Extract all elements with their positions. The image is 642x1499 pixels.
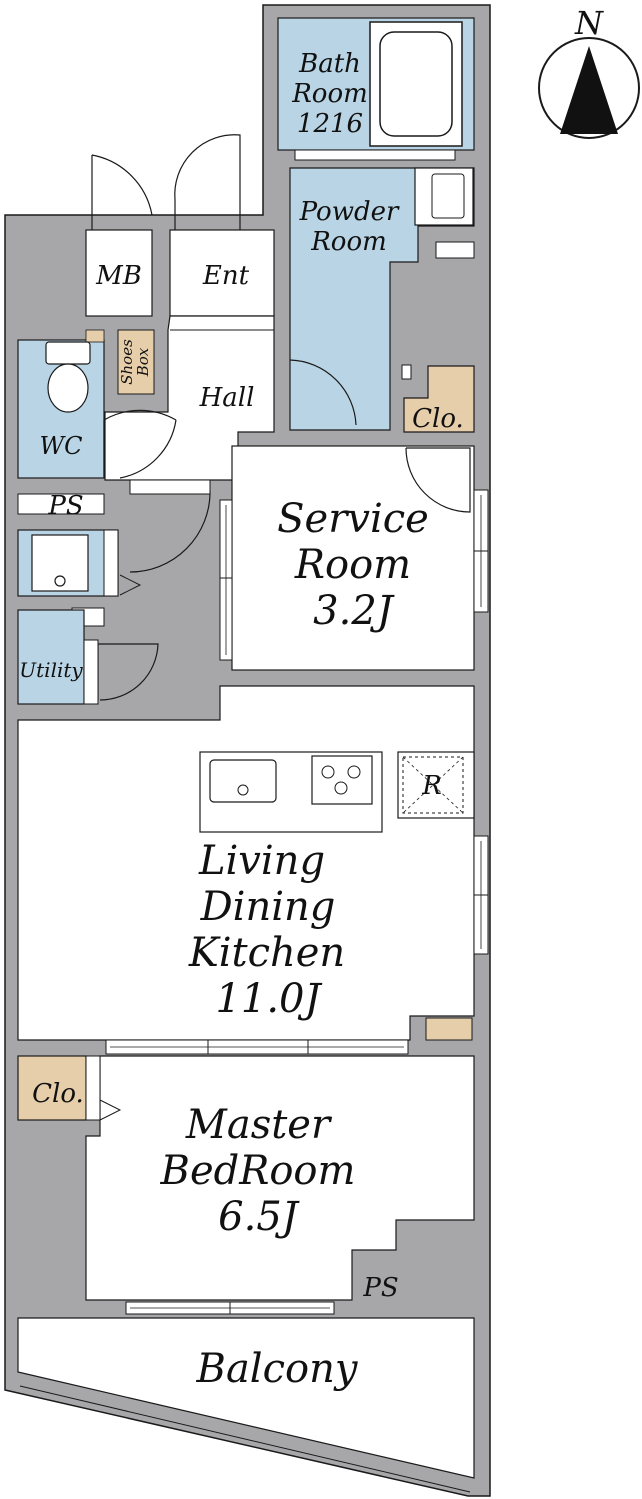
sink-icon	[209, 759, 277, 803]
ent-label: Ent	[202, 261, 250, 291]
fridge-space	[397, 751, 475, 819]
north-compass-icon: N	[538, 4, 640, 139]
clo-bottom-label: Clo.	[32, 1079, 84, 1109]
shoes-label-2: Box	[134, 347, 152, 377]
shoes-label-1: Shoes	[118, 339, 136, 385]
ps-bottom-label: PS	[362, 1273, 398, 1303]
stove-icon	[311, 755, 373, 805]
washer-pan-icon	[435, 241, 475, 259]
powder-label-1: Powder	[299, 197, 400, 227]
shoes-box	[117, 329, 155, 395]
service-label-1: Service	[277, 496, 429, 542]
entrance	[169, 229, 275, 317]
washer-area	[17, 529, 142, 597]
bath-label-2: Room	[291, 79, 368, 109]
ldk-label-3: Kitchen	[188, 930, 345, 976]
ldk-label-1: Living	[198, 838, 325, 884]
meter-box	[85, 229, 153, 317]
service-room	[219, 445, 489, 671]
master-label-1: Master	[185, 1102, 333, 1148]
utility-label: Utility	[19, 658, 83, 682]
service-label-3: 3.2J	[313, 588, 395, 634]
utility-room	[17, 609, 159, 705]
bath-label-1: Bath	[298, 49, 361, 79]
closet-top	[403, 365, 475, 433]
toilet-tank-icon	[45, 341, 91, 365]
living-dining-kitchen	[17, 685, 489, 1055]
master-label-3: 6.5J	[218, 1194, 300, 1240]
closet-bottom	[17, 1055, 87, 1121]
toilet-icon	[47, 363, 89, 413]
balcony	[17, 1317, 475, 1479]
clo-top-label: Clo.	[412, 404, 464, 434]
bath-room	[277, 17, 475, 161]
wc-room	[17, 329, 177, 479]
master-label-2: BedRoom	[160, 1148, 356, 1194]
master-bedroom	[17, 1055, 475, 1315]
powder-room	[289, 167, 475, 431]
balcony-label: Balcony	[196, 1346, 359, 1392]
hall-label: Hall	[199, 383, 255, 413]
fridge-label: R	[421, 771, 442, 801]
ldk-label-2: Dining	[200, 884, 336, 930]
wc-label: WC	[39, 432, 82, 460]
ldk-label-4: 11.0J	[215, 976, 322, 1022]
mb-label: MB	[95, 261, 142, 291]
service-label-2: Room	[294, 542, 411, 588]
bath-label-3: 1216	[297, 109, 363, 139]
ps-top-label: PS	[47, 491, 83, 521]
pipe-space-top	[17, 493, 105, 515]
powder-label-2: Room	[310, 227, 387, 257]
compass-label: N	[574, 4, 604, 42]
